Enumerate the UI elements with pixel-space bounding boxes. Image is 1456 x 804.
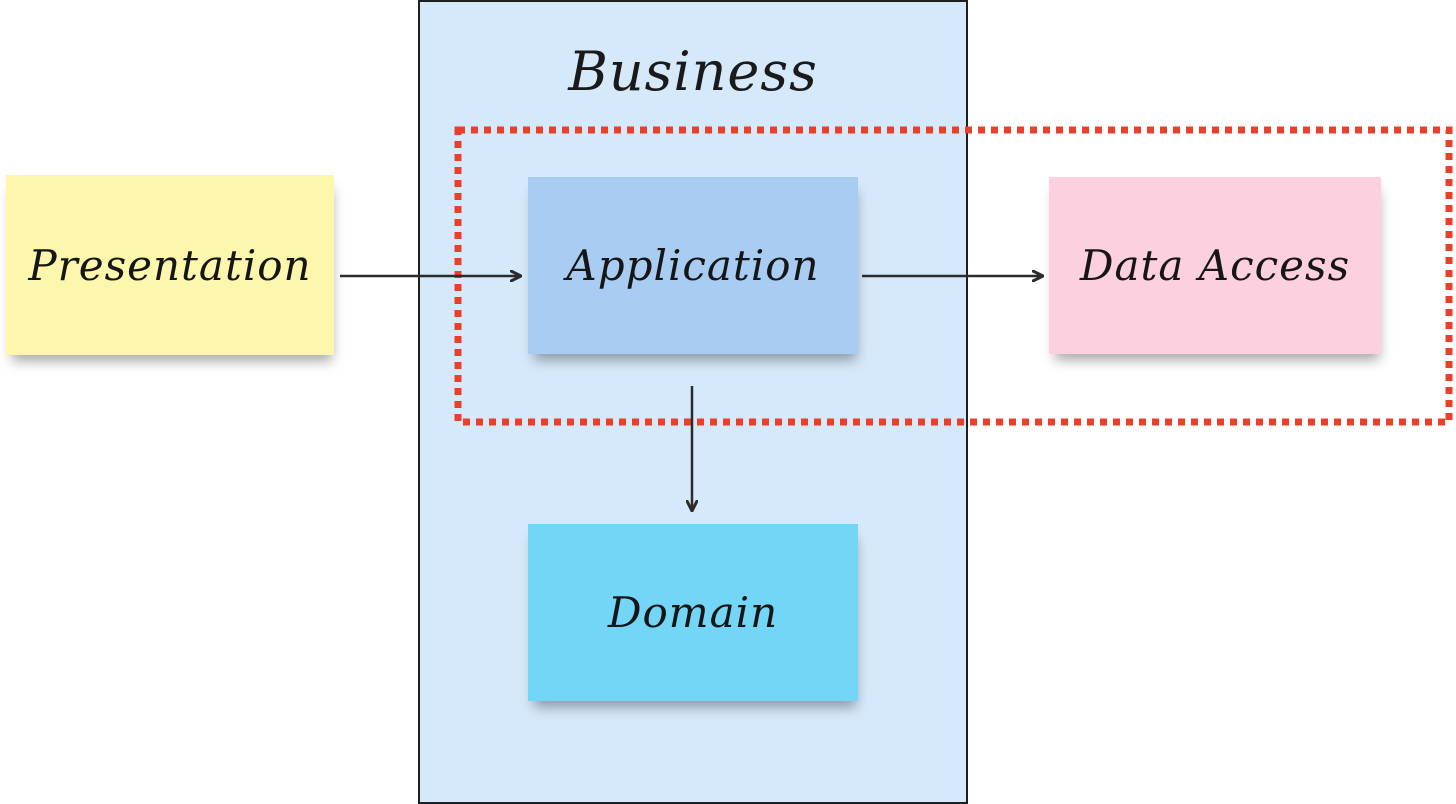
presentation-sticky-note: Presentation <box>6 175 334 355</box>
data-access-sticky-note: Data Access <box>1049 177 1381 354</box>
data-access-label: Data Access <box>1079 241 1351 290</box>
presentation-label: Presentation <box>28 240 312 290</box>
business-layer-title: Business <box>568 40 818 103</box>
domain-sticky-note: Domain <box>528 524 858 701</box>
application-sticky-note: Application <box>528 177 858 354</box>
domain-label: Domain <box>607 588 779 637</box>
application-label: Application <box>566 241 820 290</box>
